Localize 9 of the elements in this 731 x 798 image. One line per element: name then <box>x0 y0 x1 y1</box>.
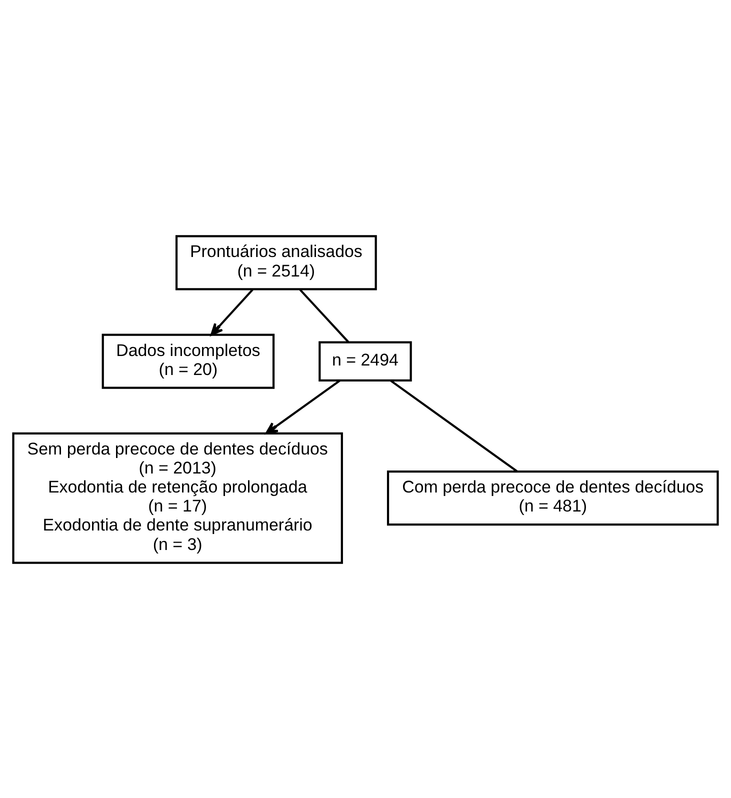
node-box: Dados incompletos (n = 20) <box>102 333 275 388</box>
arrow <box>265 379 341 434</box>
arrow <box>210 288 254 336</box>
node-box: Prontuários analisados (n = 2514) <box>175 234 377 290</box>
connector <box>299 288 350 342</box>
node-box: n = 2494 <box>318 340 412 381</box>
connector <box>390 379 518 472</box>
node-box: Sem perda precoce de dentes decíduos (n = 2013) Exodontia de retenção prolongada (n = 17) Exodontia de dente supranumerário (n = 3) <box>12 432 343 564</box>
node-box: Com perda precoce de dentes decíduos (n = 481) <box>386 470 719 526</box>
